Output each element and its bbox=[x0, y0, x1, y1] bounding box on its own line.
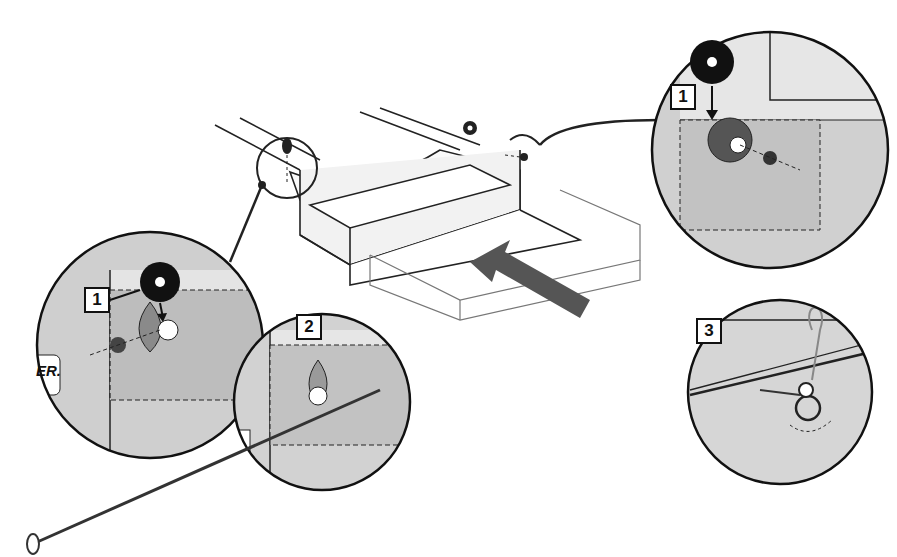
brand-text: ER. bbox=[36, 363, 61, 379]
callout-number: 3 bbox=[696, 318, 722, 344]
callout-number: 1 bbox=[670, 84, 696, 110]
detail-two bbox=[230, 310, 420, 500]
detail-left bbox=[10, 230, 270, 470]
cabinet-parts bbox=[230, 120, 660, 262]
callout-number: 1 bbox=[84, 287, 110, 313]
drawer bbox=[370, 190, 640, 320]
detail-three bbox=[680, 295, 880, 495]
cabinet bbox=[215, 108, 580, 285]
push-arrow bbox=[470, 240, 590, 318]
rod bbox=[35, 390, 380, 543]
callout-number: 2 bbox=[296, 314, 322, 340]
detail-right bbox=[650, 30, 890, 270]
